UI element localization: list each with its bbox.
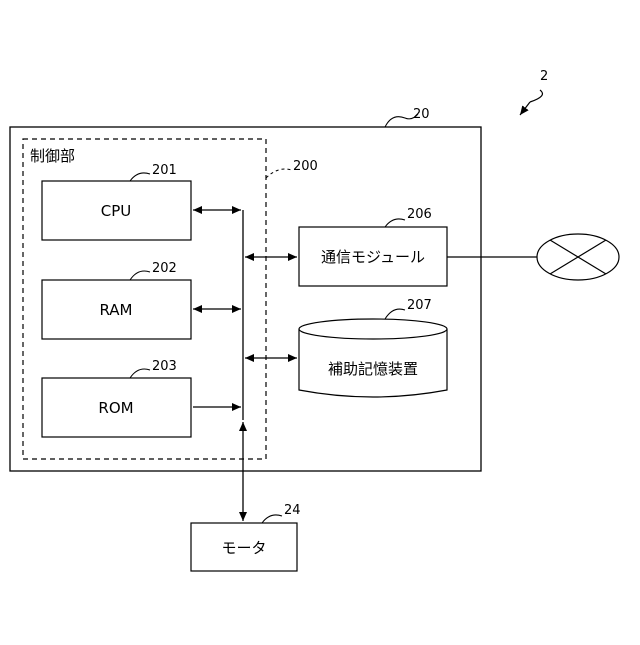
ram-label: RAM (99, 301, 132, 319)
storage-ref-label: 207 (407, 298, 432, 313)
cpu-label: CPU (101, 202, 132, 220)
comm-module-ref-label: 206 (407, 207, 432, 222)
storage-ref-leader (385, 309, 405, 319)
rom-label: ROM (98, 399, 133, 417)
device-ref-label: 20 (413, 107, 430, 122)
comm-module-label: 通信モジュール (321, 248, 425, 266)
figure-ref-arrow (520, 102, 530, 115)
storage-label: 補助記憶装置 (328, 360, 418, 378)
control-unit-ref-leader (266, 169, 292, 178)
motor-ref-label: 24 (284, 503, 301, 518)
network-cross-circle-icon (537, 234, 619, 280)
motor-label: モータ (221, 539, 266, 557)
storage-cylinder (299, 319, 447, 397)
cpu-ref-label: 201 (152, 163, 177, 178)
figure-ref-leader (530, 90, 542, 102)
ram-ref-leader (130, 271, 150, 280)
rom-ref-leader (130, 369, 150, 378)
ram-ref-label: 202 (152, 261, 177, 276)
cpu-ref-leader (130, 173, 150, 181)
rom-ref-label: 203 (152, 359, 177, 374)
motor-ref-leader (262, 515, 282, 523)
comm-module-ref-leader (385, 219, 405, 227)
control-unit-label: 制御部 (30, 147, 75, 165)
figure-ref-label: 2 (540, 69, 548, 84)
control-unit-ref-label: 200 (293, 159, 318, 174)
